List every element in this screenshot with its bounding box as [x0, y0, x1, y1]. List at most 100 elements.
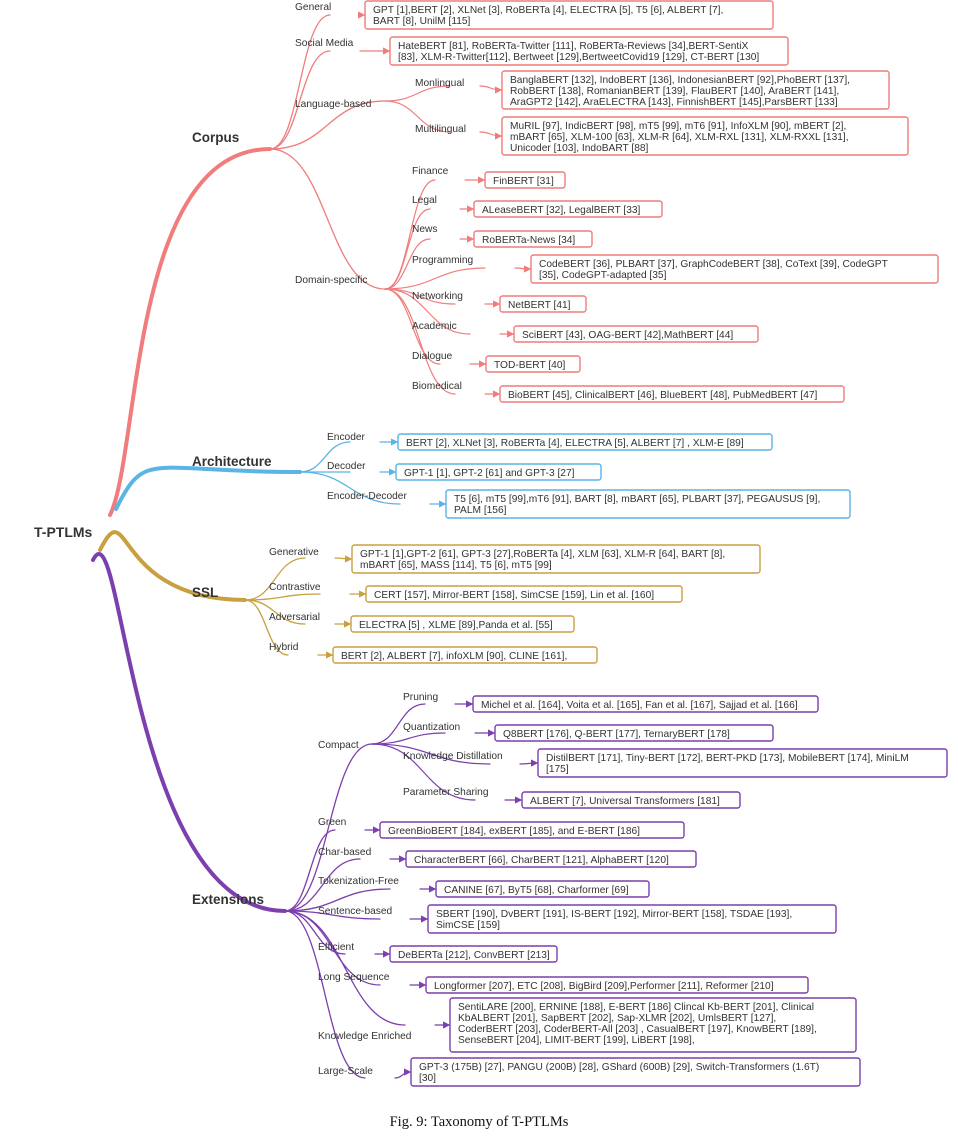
node-programming: Programming — [412, 255, 473, 266]
box-social-media — [389, 36, 789, 66]
box-hybrid — [332, 646, 598, 664]
box-char-based — [405, 850, 697, 868]
box-line: CoderBERT [203], CoderBERT-All [203] , C… — [458, 1024, 817, 1035]
node-green: Green — [318, 817, 346, 828]
node-encoder-decoder: Encoder-Decoder — [327, 491, 407, 502]
box-line: [35], CodeGPT-adapted [35] — [539, 270, 667, 281]
box-efficient — [389, 945, 558, 963]
node-academic: Academic — [412, 321, 457, 332]
connector — [284, 888, 391, 912]
box-line: NetBERT [41] — [508, 300, 571, 311]
box-line: ELECTRA [5] , XLME [89],Panda et al. [55… — [359, 620, 553, 631]
box-sentence-based — [427, 904, 837, 934]
connector — [284, 858, 361, 912]
connector — [284, 910, 406, 1026]
box-line: RobBERT [138], RomanianBERT [139], FlauB… — [510, 86, 839, 97]
category-ssl: SSL — [192, 585, 218, 600]
box-line: ALBERT [7], Universal Transformers [181] — [530, 796, 720, 807]
connector — [299, 441, 351, 473]
box-encoder — [397, 433, 773, 451]
box-knowledge-distillation — [537, 748, 948, 778]
box-line: TOD-BERT [40] — [494, 360, 566, 371]
box-long-sequence — [425, 976, 809, 994]
box-dialogue — [485, 355, 581, 373]
trunk-architecture — [114, 465, 302, 511]
box-line: BERT [2], ALBERT [7], infoXLM [90], CLIN… — [341, 651, 567, 662]
box-line: GPT-1 [1],GPT-2 [61], GPT-3 [27],RoBERTa… — [360, 549, 725, 560]
box-knowledge-enriched — [449, 997, 857, 1053]
box-parameter-sharing — [521, 791, 741, 809]
box-line: BioBERT [45], ClinicalBERT [46], BlueBER… — [508, 390, 818, 401]
node-adversarial: Adversarial — [269, 612, 320, 623]
connector — [269, 100, 386, 150]
connector — [299, 471, 401, 505]
node-efficient: Efficient — [318, 942, 354, 953]
box-line: BERT [2], XLNet [3], RoBERTa [4], ELECTR… — [406, 438, 744, 449]
connector — [244, 557, 306, 601]
box-line: SciBERT [43], OAG-BERT [42],MathBERT [44… — [522, 330, 733, 341]
connector — [384, 238, 431, 290]
node-quantization: Quantization — [403, 722, 460, 733]
node-legal: Legal — [412, 195, 437, 206]
connector — [479, 85, 503, 94]
node-large-scale: Large-Scale — [318, 1066, 373, 1077]
connector — [284, 910, 366, 1079]
connector — [371, 732, 446, 745]
connector — [371, 703, 426, 745]
node-general: General — [295, 2, 331, 13]
box-line: SenseBERT [204], LIMIT-BERT [199], LiBER… — [458, 1035, 695, 1046]
box-programming — [530, 254, 939, 284]
connector — [394, 1068, 412, 1079]
box-line: Michel et al. [164], Voita et al. [165],… — [481, 700, 798, 711]
box-legal — [473, 200, 663, 218]
box-line: BanglaBERT [132], IndoBERT [136], Indone… — [510, 75, 850, 86]
connector — [479, 131, 503, 140]
connector — [334, 555, 353, 563]
connector — [371, 743, 476, 801]
box-multilingual — [501, 116, 909, 156]
box-line: [30] — [419, 1073, 436, 1084]
category-extensions: Extensions — [192, 892, 264, 907]
box-adversarial — [350, 615, 575, 633]
box-line: DistilBERT [171], Tiny-BERT [172], BERT-… — [546, 753, 909, 764]
connector — [384, 100, 451, 133]
box-quantization — [494, 724, 774, 742]
node-tokenization-free: Tokenization-Free — [318, 876, 399, 887]
box-encoder-decoder — [445, 489, 851, 519]
box-pruning — [472, 695, 819, 713]
box-line: BART [8], UnilM [115] — [373, 16, 471, 27]
box-line: PALM [156] — [454, 505, 507, 516]
category-architecture: Architecture — [192, 454, 272, 469]
connector — [269, 148, 386, 290]
box-line: CharacterBERT [66], CharBERT [121], Alph… — [414, 855, 669, 866]
box-line: [83], XLM-R-Twitter[112], Bertweet [129]… — [398, 52, 759, 63]
box-networking — [499, 295, 587, 313]
node-long-sequence: Long Sequence — [318, 972, 390, 983]
connector — [244, 599, 289, 656]
box-large-scale — [410, 1057, 861, 1087]
box-line: DeBERTa [212], ConvBERT [213] — [398, 950, 550, 961]
box-contrastive — [365, 585, 683, 603]
box-line: mBART [65], MASS [114], T5 [6], mT5 [99] — [360, 560, 552, 571]
connector — [384, 288, 471, 335]
box-line: CANINE [67], ByT5 [68], Charformer [69] — [444, 885, 629, 896]
box-line: [175] — [546, 764, 569, 775]
box-line: GPT [1],BERT [2], XLNet [3], RoBERTa [4]… — [373, 5, 723, 16]
node-knowledge-distillation: Knowledge Distillation — [403, 751, 503, 762]
box-tokenization-free — [435, 880, 650, 898]
node-finance: Finance — [412, 166, 449, 177]
box-generative — [351, 544, 761, 574]
box-line: Longformer [207], ETC [208], BigBird [20… — [434, 981, 774, 992]
box-line: Q8BERT [176], Q-BERT [177], TernaryBERT … — [503, 729, 730, 740]
box-decoder — [395, 463, 602, 481]
node-parameter-sharing: Parameter Sharing — [403, 787, 489, 798]
box-line: SentiLARE [200], ERNINE [188], E-BERT [1… — [458, 1002, 814, 1013]
connector — [384, 267, 486, 290]
box-line: KbALBERT [201], SapBERT [202], Sap-XLMR … — [458, 1013, 776, 1024]
connector — [269, 50, 331, 150]
box-line: GreenBioBERT [184], exBERT [185], and E-… — [388, 826, 640, 837]
box-line: ALeaseBERT [32], LegalBERT [33] — [482, 205, 641, 216]
node-contrastive: Contrastive — [269, 582, 321, 593]
